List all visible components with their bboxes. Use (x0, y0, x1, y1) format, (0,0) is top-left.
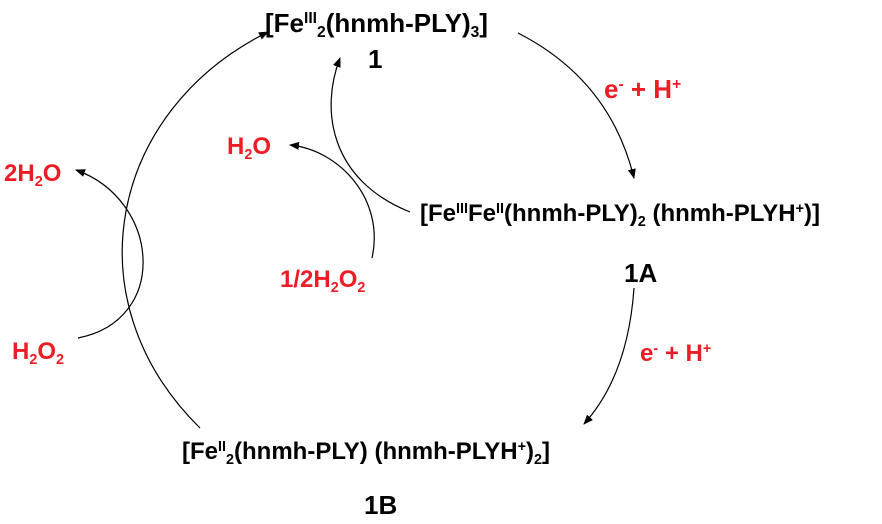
arrow-1-to-1A (517, 32, 636, 179)
half-hydrogen-peroxide: 1/2H2O2 (280, 266, 366, 297)
compound-1A-label: 1A (624, 258, 658, 288)
compound-1B-formula: [FeII2(hnmh-PLY) (hnmh-PLYH+)2] (182, 438, 550, 469)
arrow-1B-to-1 (121, 31, 269, 429)
compound-1A-formula: [FeIIIFeII(hnmh-PLY)2 (hnmh-PLYH+)] (420, 200, 820, 231)
arrow-1A-to-1B (583, 287, 635, 425)
compound-1-label: 1 (368, 44, 383, 74)
compound-1-formula: [FeIII2(hnmh-PLY)3] (265, 8, 488, 42)
arrow-half-h2o2-to-h2o (289, 141, 375, 259)
compound-1B-label: 1B (364, 490, 398, 520)
arrow-1A-to-1 (330, 57, 411, 213)
two-water-product: 2H2O (4, 160, 62, 191)
water-product-small: H2O (227, 133, 272, 164)
reagent-electron-proton-2: e- + H+ (640, 340, 712, 367)
arrow-h2o2-to-2h2o (75, 169, 144, 339)
reagent-electron-proton-1: e- + H+ (604, 74, 682, 104)
hydrogen-peroxide-left: H2O2 (12, 338, 65, 369)
